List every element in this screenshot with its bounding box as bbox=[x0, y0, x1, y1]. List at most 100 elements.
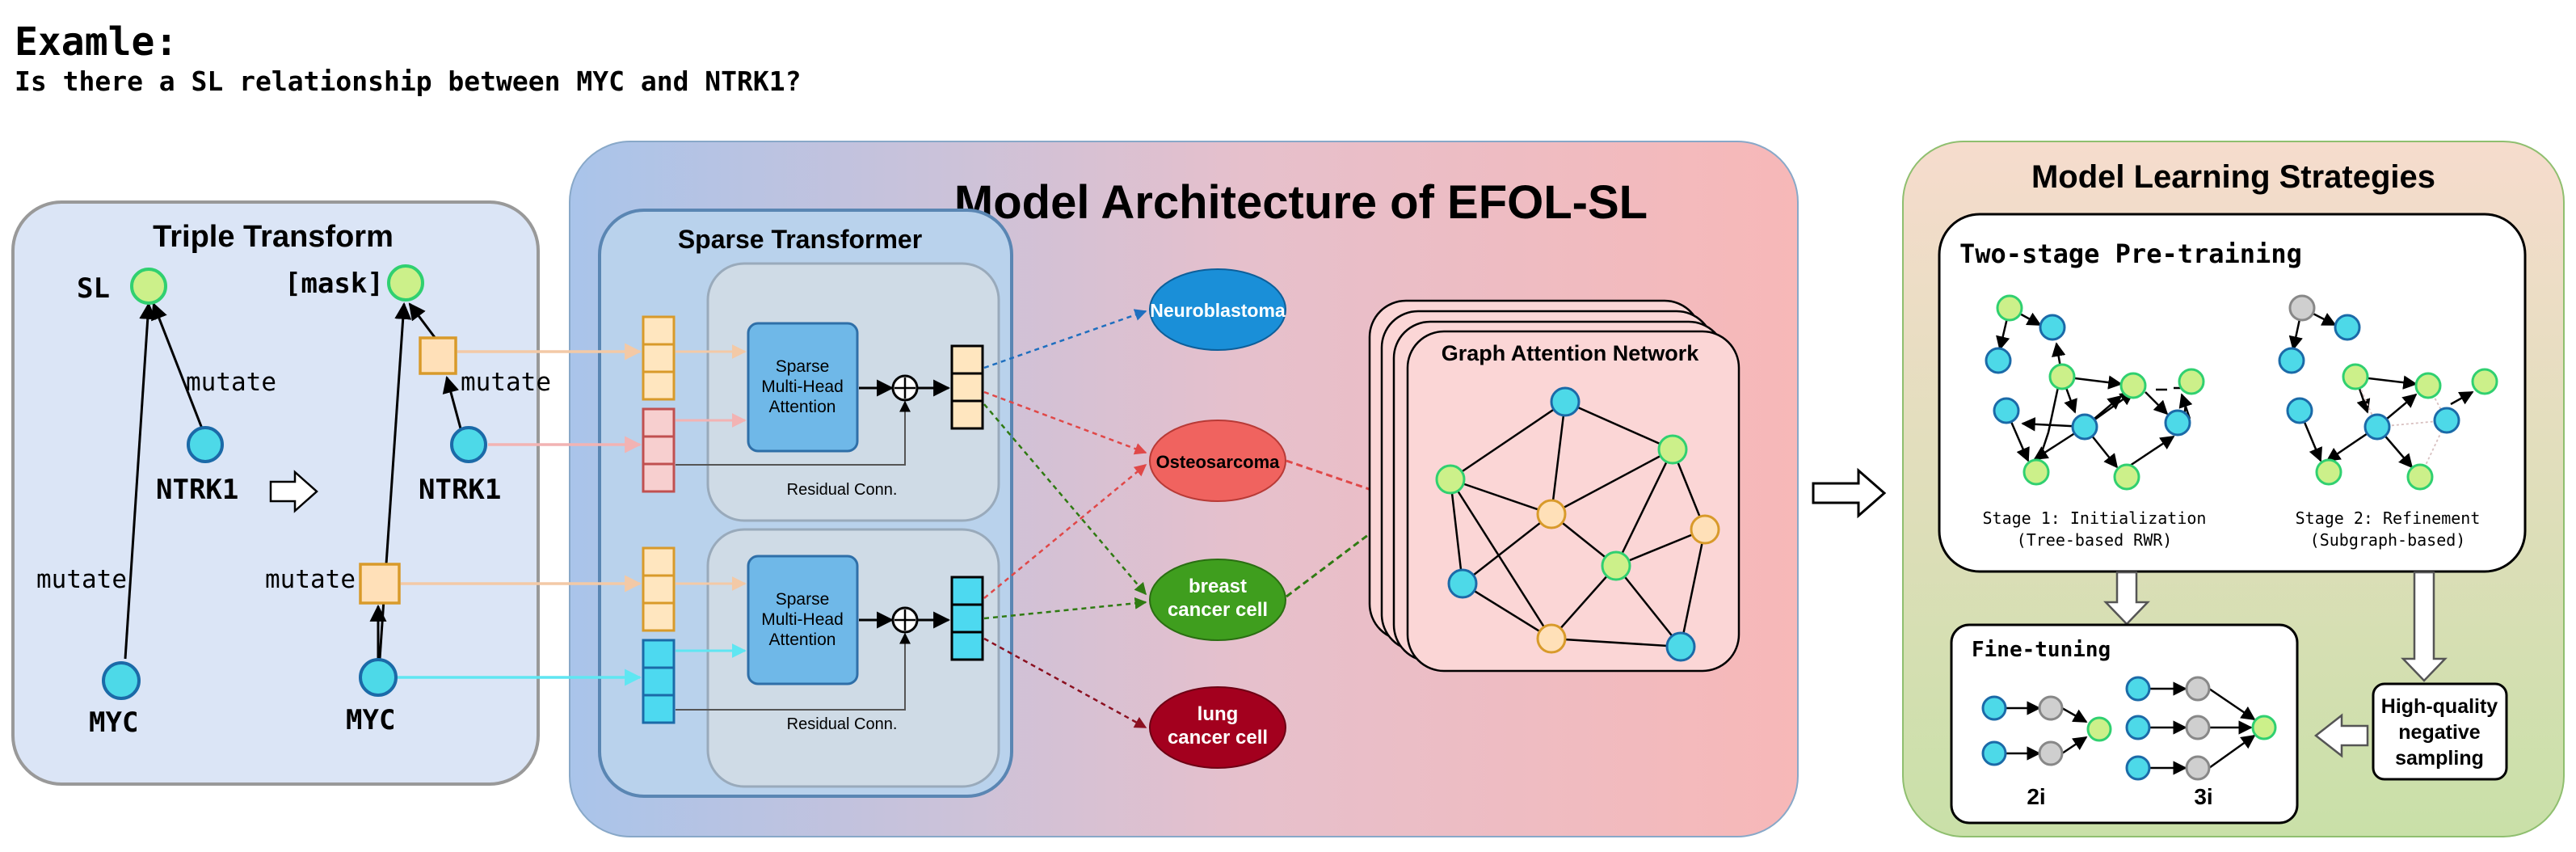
graph-node bbox=[2185, 715, 2211, 740]
sl-label: SL bbox=[77, 272, 110, 305]
graph-node bbox=[2119, 372, 2147, 399]
task-neuroblastoma bbox=[1149, 268, 1286, 351]
task-label: lung bbox=[1198, 703, 1239, 725]
graph-node bbox=[2048, 363, 2076, 390]
strategies-title: Model Learning Strategies bbox=[2031, 159, 2435, 195]
mutate-label: mutate bbox=[186, 368, 276, 397]
gat-node bbox=[1447, 568, 1478, 599]
stage1-sublabel: (Tree-based RWR) bbox=[2017, 530, 2173, 550]
myc-label: MYC bbox=[89, 706, 138, 739]
graph-node bbox=[2315, 458, 2342, 486]
task-label: Osteosarcoma bbox=[1156, 452, 1281, 472]
stage1-label: Stage 1: Initialization bbox=[1983, 508, 2207, 528]
attention-label: Attention bbox=[769, 631, 836, 649]
pretraining-title: Two-stage Pre-training bbox=[1959, 238, 2302, 269]
graph-node bbox=[1985, 347, 2012, 374]
graph-node bbox=[2363, 413, 2391, 441]
graph-node bbox=[2071, 413, 2098, 441]
ntrk1-label: NTRK1 bbox=[156, 474, 238, 506]
graph-node bbox=[2086, 716, 2112, 742]
task-label: breast bbox=[1189, 576, 1247, 597]
triple-transform-panel: Triple Transform SL mutate mutate NTRK1 … bbox=[11, 200, 551, 786]
graph-node bbox=[1981, 740, 2007, 766]
gat-node bbox=[1601, 550, 1631, 581]
query-3i-label: 3i bbox=[2194, 784, 2212, 809]
attention-label: Attention bbox=[769, 398, 836, 416]
graph-node bbox=[2039, 314, 2066, 341]
sparse-transformer-title: Sparse Transformer bbox=[678, 225, 922, 254]
pretraining-card bbox=[1938, 213, 2527, 573]
gat-card bbox=[1406, 330, 1740, 673]
graph-node bbox=[2433, 407, 2460, 434]
gat-node bbox=[1435, 464, 1466, 495]
graph-node bbox=[2022, 458, 2050, 486]
attention-label: Multi-Head bbox=[761, 377, 844, 396]
graph-node bbox=[1981, 695, 2007, 721]
transform-arrow-icon bbox=[269, 470, 318, 513]
mutate-label: mutate bbox=[265, 565, 356, 594]
task-label: cancer cell bbox=[1168, 727, 1268, 749]
graph-node bbox=[2185, 755, 2211, 781]
graph-node bbox=[2113, 463, 2140, 491]
attention-label: Sparse bbox=[776, 357, 830, 376]
query-2i-label: 2i bbox=[2027, 784, 2045, 809]
attention-label: Sparse bbox=[776, 590, 830, 609]
graph-node bbox=[1996, 294, 2023, 322]
gat-node bbox=[1550, 386, 1581, 417]
flow-arrow-icon bbox=[1812, 467, 1887, 519]
graph-node bbox=[2125, 755, 2151, 781]
graph-node bbox=[2406, 463, 2434, 491]
example-question: Is there a SL relationship between MYC a… bbox=[15, 65, 802, 97]
mask-label: [mask] bbox=[284, 268, 384, 300]
example-heading: Examle: bbox=[15, 19, 178, 65]
input-token-stack bbox=[642, 315, 676, 401]
mask-relation-node bbox=[387, 264, 424, 302]
myc-gene-node bbox=[359, 658, 398, 697]
negative-sampling-label: High-quality bbox=[2381, 695, 2498, 718]
architecture-panel: Model Architecture of EFOL-SL Sparse Tra… bbox=[398, 141, 1799, 837]
graph-node bbox=[2178, 368, 2205, 395]
strategies-panel: Model Learning Strategies Two-stage Pre-… bbox=[1902, 141, 2565, 837]
residual-label: Residual Conn. bbox=[787, 715, 898, 733]
graph-node bbox=[1993, 397, 2020, 424]
residual-label: Residual Conn. bbox=[787, 481, 898, 499]
down-arrow-icon bbox=[2103, 571, 2150, 626]
finetuning-title: Fine-tuning bbox=[1972, 638, 2111, 662]
graph-node bbox=[2038, 695, 2064, 721]
myc-label: MYC bbox=[346, 704, 395, 736]
sparse-attention-module bbox=[747, 555, 859, 685]
output-token-stack bbox=[950, 344, 984, 430]
architecture-title: Model Architecture of EFOL-SL bbox=[954, 176, 1648, 229]
relation-embedding-node bbox=[359, 563, 401, 605]
gat-node bbox=[1657, 434, 1688, 465]
mutate-label: mutate bbox=[461, 368, 551, 397]
gat-title: Graph Attention Network bbox=[1442, 341, 1699, 365]
gat-node bbox=[1536, 499, 1567, 529]
task-label: Neuroblastoma bbox=[1150, 300, 1286, 321]
graph-node bbox=[2471, 368, 2498, 395]
graph-node bbox=[2125, 715, 2151, 740]
query-3i bbox=[2149, 681, 2256, 775]
stage2-label: Stage 2: Refinement bbox=[2296, 508, 2481, 528]
task-breast-cancer-cell bbox=[1149, 559, 1286, 641]
mutate-label: mutate bbox=[36, 565, 127, 594]
ntrk1-gene-node bbox=[450, 426, 487, 463]
task-osteosarcoma bbox=[1149, 420, 1286, 502]
relation-embedding-node bbox=[419, 336, 457, 375]
graph-node bbox=[2414, 372, 2442, 399]
graph-node bbox=[2278, 347, 2305, 374]
graph-node bbox=[2164, 409, 2191, 437]
negative-sampling-label: sampling bbox=[2395, 747, 2484, 770]
ntrk1-gene-node bbox=[187, 426, 224, 463]
sparse-attention-module bbox=[747, 322, 859, 453]
graph-node bbox=[2286, 397, 2313, 424]
query-2i bbox=[2006, 701, 2088, 761]
ntrk1-label: NTRK1 bbox=[419, 474, 501, 506]
input-token-stack bbox=[642, 546, 676, 632]
negative-sampling-box bbox=[2372, 682, 2508, 781]
left-arrow-icon bbox=[2313, 713, 2369, 758]
stage2-sublabel: (Subgraph-based) bbox=[2310, 530, 2466, 550]
attention-label: Multi-Head bbox=[761, 610, 844, 629]
task-label: cancer cell bbox=[1168, 599, 1268, 621]
gat-node bbox=[1665, 631, 1696, 662]
